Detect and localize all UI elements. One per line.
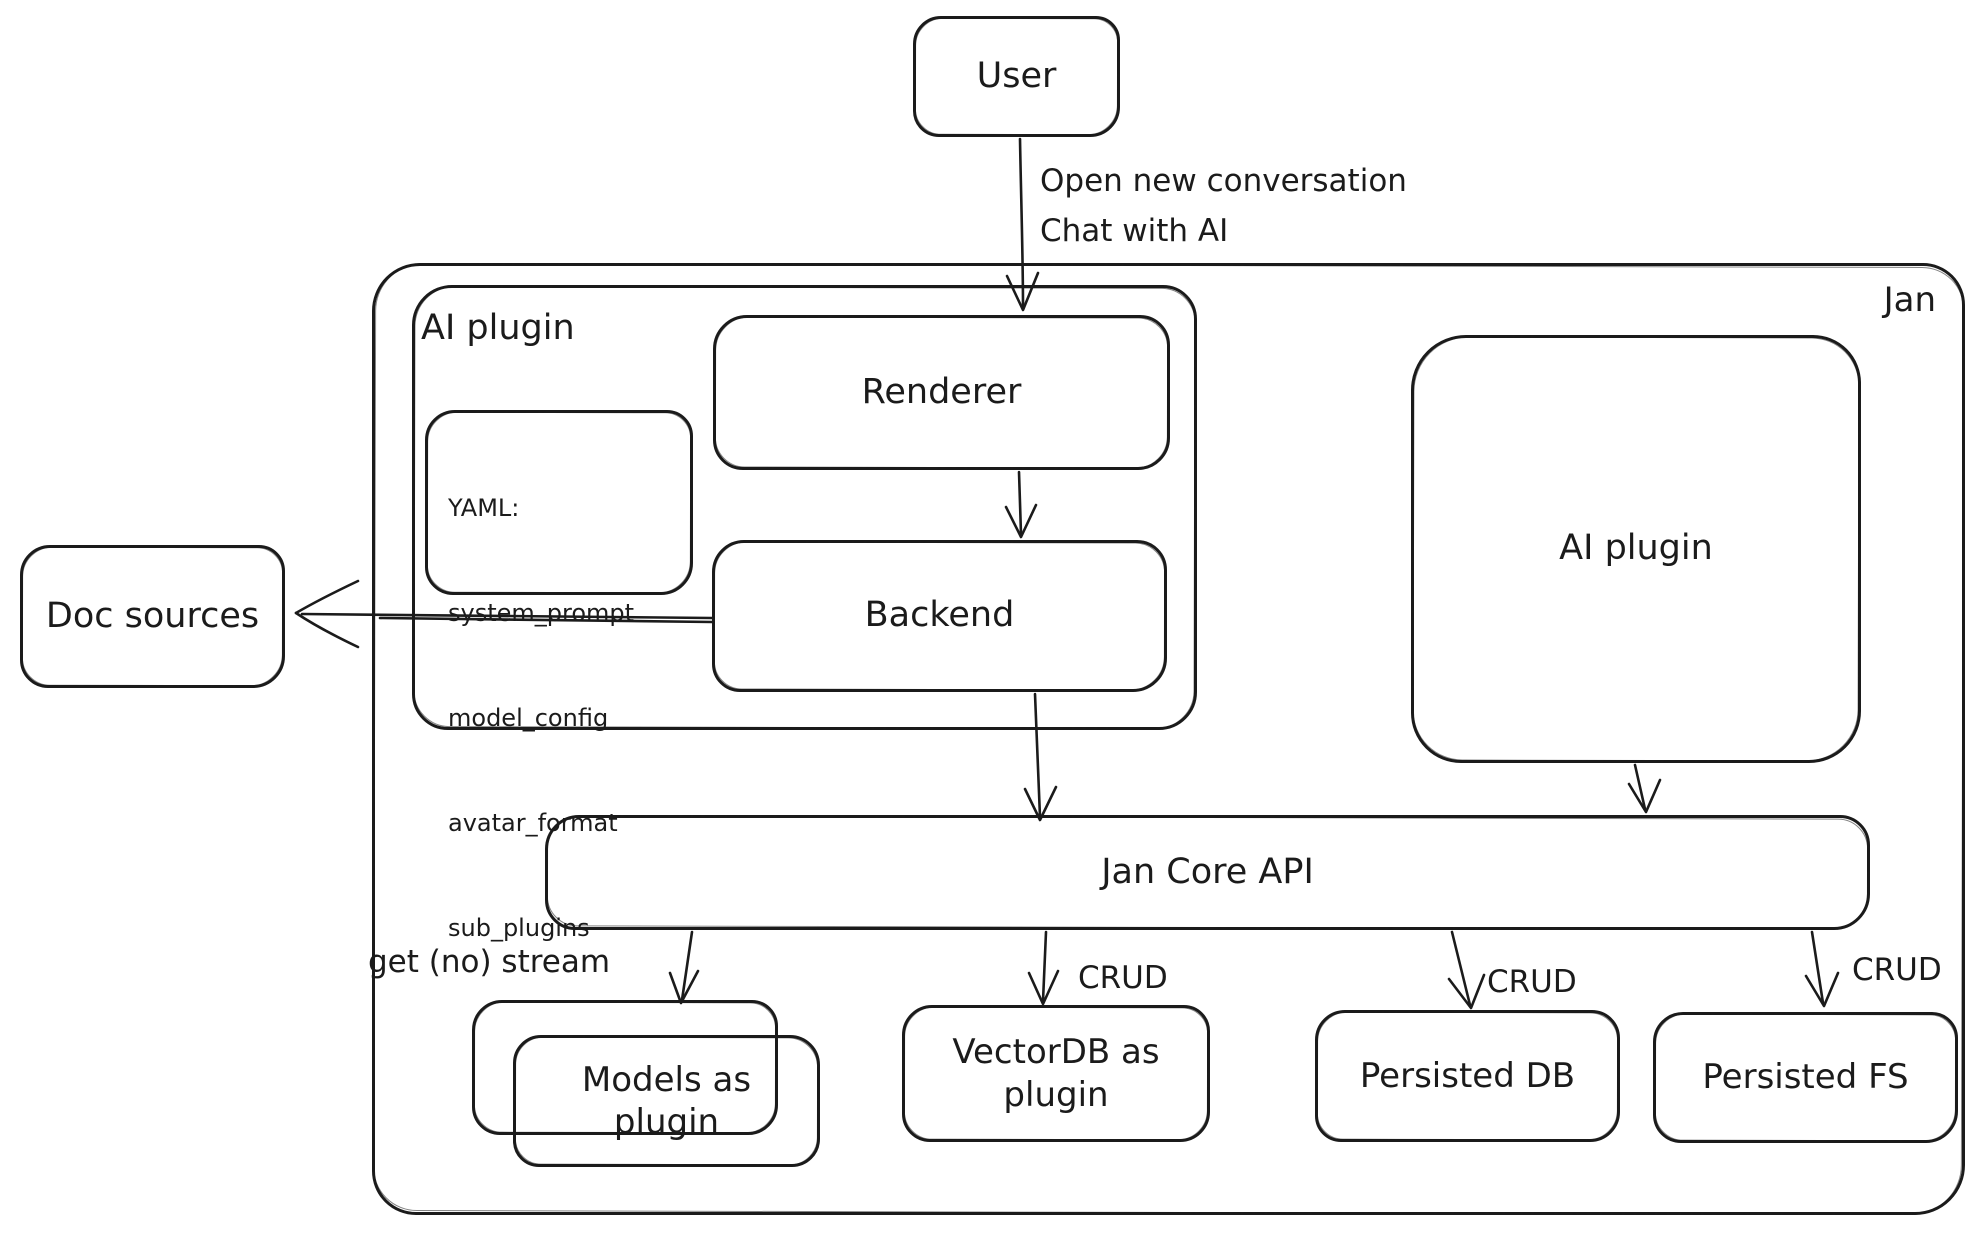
jan-container: Jan xyxy=(372,263,1965,1215)
ai-plugin-right-node: AI plugin xyxy=(1411,335,1861,763)
backend-node: Backend xyxy=(712,540,1167,692)
yaml-line: model_config xyxy=(448,704,609,732)
yaml-line: YAML: xyxy=(448,494,520,522)
backend-label: Backend xyxy=(864,595,1015,636)
edge-label-crud-vectordb: CRUD xyxy=(1078,960,1168,996)
vectordb-plugin-node: VectorDB as plugin xyxy=(902,1005,1210,1142)
user-label: User xyxy=(976,55,1057,96)
jan-core-api-label: Jan Core API xyxy=(1101,851,1314,892)
jan-core-api-node: Jan Core API xyxy=(545,815,1870,930)
user-node: User xyxy=(913,16,1120,137)
ai-plugin-right-label: AI plugin xyxy=(1559,528,1713,569)
vectordb-plugin-label: VectorDB as plugin xyxy=(952,1032,1160,1115)
ai-plugin-left-container: AI plugin xyxy=(412,285,1197,730)
models-plugin-label: Models as plugin xyxy=(581,1059,752,1143)
persisted-db-node: Persisted DB xyxy=(1315,1010,1620,1142)
yaml-note: YAML: system_prompt model_config avatar_… xyxy=(425,410,693,942)
persisted-db-label: Persisted DB xyxy=(1359,1055,1576,1096)
persisted-fs-node: Persisted FS xyxy=(1653,1012,1958,1143)
jan-label: Jan xyxy=(1883,280,1936,320)
doc-sources-label: Doc sources xyxy=(45,595,260,636)
renderer-node: Renderer xyxy=(713,315,1170,470)
renderer-label: Renderer xyxy=(861,371,1022,412)
edge-label-crud-persisted-db: CRUD xyxy=(1487,964,1577,1000)
edge-label-line1: Open new conversation xyxy=(1040,163,1407,199)
edge-label-get-no-stream: get (no) stream xyxy=(368,944,611,980)
edge-label-line2: Chat with AI xyxy=(1040,213,1229,249)
models-plugin-node: Models as plugin xyxy=(513,1035,820,1167)
edge-label-crud-persisted-fs: CRUD xyxy=(1852,952,1942,988)
yaml-line: system_prompt xyxy=(448,599,635,627)
edge-label-open-conversation: Open new conversation Chat with AI xyxy=(1040,156,1407,256)
doc-sources-node: Doc sources xyxy=(20,545,285,688)
persisted-fs-label: Persisted FS xyxy=(1702,1057,1909,1098)
ai-plugin-left-label: AI plugin xyxy=(421,308,575,348)
